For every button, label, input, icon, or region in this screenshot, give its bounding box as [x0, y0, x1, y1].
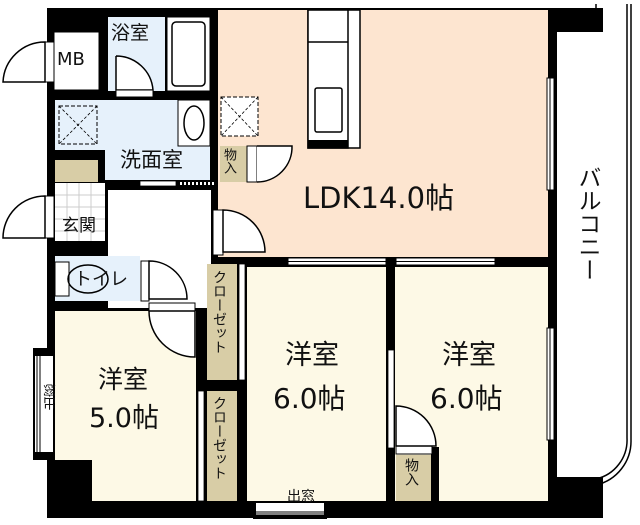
bedroom-storage-label: 物入: [403, 458, 419, 486]
closet-lower-label: クローゼット: [211, 396, 227, 480]
bedroom-left-door: [148, 302, 196, 358]
bedroom-right-name: 洋室: [442, 340, 496, 371]
meter-box-door: [2, 41, 55, 83]
bedroom-right-window-top: [395, 257, 496, 266]
meter-box-label: MB: [57, 49, 85, 70]
bedroom-left-size: 5.0帖: [89, 403, 159, 434]
entrance-floor: [55, 183, 105, 241]
meter-box: [53, 31, 100, 91]
washing-machine-pan-icon: [58, 105, 98, 145]
bedroom-right-window: [546, 327, 555, 441]
toilet-door: [140, 260, 188, 302]
bay-window-bottom: [253, 503, 327, 519]
shoe-cabinet: [55, 160, 98, 182]
bedroom-center-name: 洋室: [285, 340, 339, 371]
bedroom-left-name: 洋室: [98, 365, 149, 394]
closet-upper: [207, 264, 237, 380]
bay-window-bottom-label: 出窓: [287, 489, 315, 505]
bathroom-label: 浴室: [111, 22, 150, 44]
bay-window-left: [33, 348, 55, 460]
balcony: [557, 0, 640, 525]
ldk-storage: [220, 146, 247, 182]
bedroom-right-size: 6.0帖: [430, 382, 503, 415]
ldk-floor: [218, 10, 548, 257]
washroom-sliding-door: [139, 180, 214, 187]
toilet-label: トイレ: [74, 269, 128, 290]
bedroom-center-window-top: [287, 257, 387, 266]
ldk-label: LDK14.0帖: [303, 181, 455, 215]
washroom-label: 洗面室: [120, 148, 183, 172]
bedroom-storage-door: [395, 405, 437, 455]
balcony-label: バルコニー: [574, 166, 600, 281]
kitchen-counter: [307, 9, 361, 149]
closet-upper-label: クローゼット: [211, 270, 227, 354]
bedroom-center-floor: [247, 267, 386, 501]
closet-lower: [207, 391, 237, 501]
toilet-fixture-icon: [54, 261, 109, 297]
bedroom-storage: [396, 455, 431, 501]
ldk-storage-door: [246, 145, 293, 183]
entrance-label: 玄関: [62, 216, 96, 236]
bedroom-center-size: 6.0帖: [273, 382, 346, 415]
ldk-door: [212, 209, 266, 256]
bathroom-door: [115, 55, 154, 98]
closet-sliding-doors: [197, 263, 246, 502]
ldk-storage-label: 物入: [221, 148, 236, 174]
bedroom-divider-window: [387, 349, 395, 449]
bay-window-left-label: 出窓: [44, 384, 59, 410]
ldk-window: [546, 77, 555, 191]
pipe-shaft-icon: [220, 96, 259, 137]
entrance-door: [2, 195, 55, 239]
